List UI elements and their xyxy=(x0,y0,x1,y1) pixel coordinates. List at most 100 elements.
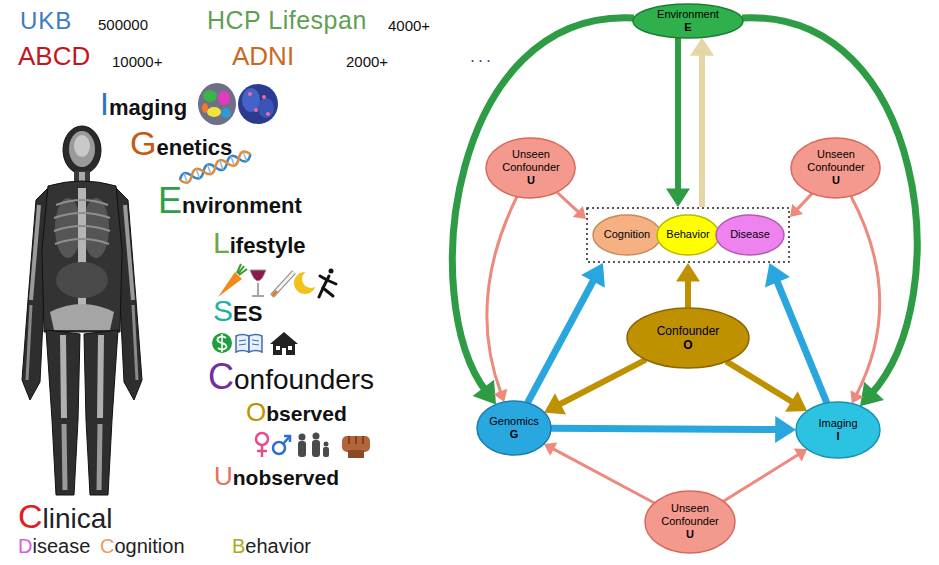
arrow-line xyxy=(556,360,646,406)
arrowhead xyxy=(860,382,884,407)
arrowhead xyxy=(775,416,796,443)
node-text: Unseen ConfounderU xyxy=(499,148,563,188)
arrow-line xyxy=(557,192,580,213)
dataset-name: HCP Lifespan xyxy=(207,6,367,35)
arrow-line xyxy=(452,18,633,392)
node-text: Behavior xyxy=(666,228,709,241)
category-heading: SES xyxy=(213,294,262,329)
arrowhead xyxy=(493,389,507,402)
behavior-node: Behavior xyxy=(656,214,720,256)
category-heading: Clinical xyxy=(18,497,113,536)
label-holder: 10000+ xyxy=(112,53,162,70)
confounder-node: ConfounderO xyxy=(626,307,750,369)
label-holder: Disease xyxy=(18,535,90,558)
influence-arrow xyxy=(850,196,879,403)
label-holder: Imaging xyxy=(100,86,187,123)
label-holder: UKB xyxy=(20,7,72,35)
arrowhead xyxy=(790,204,803,217)
label-holder: ... xyxy=(470,46,494,67)
imaging-node: ImagingI xyxy=(795,401,881,459)
observed-confounder-icons xyxy=(256,433,370,459)
category-heading: Environment xyxy=(158,180,302,221)
disease-node: Disease xyxy=(715,214,785,256)
label-holder: ADNI xyxy=(232,42,294,72)
node-letter: G xyxy=(489,428,539,441)
arrowhead xyxy=(666,189,690,207)
dataset-name: ADNI xyxy=(232,42,294,72)
category-heading: Genetics xyxy=(130,124,232,163)
dataset-name: UKB xyxy=(20,7,72,35)
genomics-node: GenomicsG xyxy=(476,400,552,456)
arrowhead xyxy=(544,393,566,414)
sample-size: 4000+ xyxy=(388,17,430,34)
category-heading: Observed xyxy=(246,398,347,428)
label-holder: Confounders xyxy=(208,356,374,397)
sample-size: 500000 xyxy=(98,16,148,33)
arrow-line xyxy=(528,277,596,403)
arrowhead xyxy=(473,380,496,405)
sample-size: 2000+ xyxy=(346,53,388,70)
arrow-line xyxy=(551,448,654,503)
influence-arrow xyxy=(557,192,586,219)
node-label: Imaging xyxy=(818,417,857,430)
influence-arrow xyxy=(551,416,796,443)
label-holder: Environment xyxy=(158,180,302,221)
arrow-line xyxy=(551,428,780,429)
influence-arrow xyxy=(723,449,807,502)
arrowhead xyxy=(850,390,863,403)
label-holder: ABCD xyxy=(18,42,90,72)
label-holder: 500000 xyxy=(98,16,148,33)
arrow-line xyxy=(796,193,813,211)
outcome-group: Cognition Behavior Disease xyxy=(586,207,790,263)
node-text: ImagingI xyxy=(818,417,857,443)
node-text: EnvironmentE xyxy=(657,8,719,34)
influence-arrow xyxy=(452,18,633,405)
node-label: Unseen Confounder xyxy=(499,148,563,174)
node-label: Confounder xyxy=(657,324,720,338)
body-scan xyxy=(22,126,142,495)
arrowhead xyxy=(573,206,586,219)
label-holder: 4000+ xyxy=(388,17,430,34)
arrowhead xyxy=(676,263,700,281)
influence-arrow xyxy=(544,443,655,503)
node-letter: U xyxy=(499,175,563,188)
label-holder: Lifestyle xyxy=(213,226,306,261)
influence-arrow xyxy=(528,263,605,403)
category-heading: Lifestyle xyxy=(213,226,306,261)
arrow-line xyxy=(487,197,517,395)
influence-arrow xyxy=(790,193,812,217)
label-holder: Clinical xyxy=(18,497,113,536)
node-letter: I xyxy=(818,430,857,443)
arrow-line xyxy=(726,361,795,403)
category-heading: Imaging xyxy=(100,86,187,123)
influence-arrow xyxy=(544,360,646,415)
ses-icons xyxy=(212,332,298,355)
category-heading: Unobserved xyxy=(214,462,339,492)
influence-arrow xyxy=(765,263,827,403)
influence-arrow xyxy=(742,18,917,406)
node-text: Cognition xyxy=(604,228,650,241)
arrow-line xyxy=(685,277,691,308)
unseen-confounder-node: Unseen ConfounderU xyxy=(790,137,881,199)
arrowhead xyxy=(690,37,714,55)
arrow-line xyxy=(851,196,880,396)
label-holder: Unobserved xyxy=(214,462,339,492)
cognition-node: Cognition xyxy=(592,214,662,256)
arrow-line xyxy=(699,51,705,207)
brain-images xyxy=(198,83,278,125)
node-label: Unseen Confounder xyxy=(658,502,722,528)
node-label: Cognition xyxy=(604,228,650,241)
unseen-confounder-node: Unseen ConfounderU xyxy=(644,490,736,554)
environment-node: EnvironmentE xyxy=(632,3,744,39)
node-label: Genomics xyxy=(489,415,539,428)
node-letter: E xyxy=(657,21,719,34)
node-text: Unseen ConfounderU xyxy=(804,148,868,188)
outcome-word: Behavior xyxy=(232,535,311,558)
outcome-word: Cognition xyxy=(100,535,185,558)
node-label: Disease xyxy=(730,228,770,241)
node-letter: U xyxy=(804,175,868,188)
label-holder: SES xyxy=(213,294,262,329)
influence-arrow xyxy=(676,263,700,308)
